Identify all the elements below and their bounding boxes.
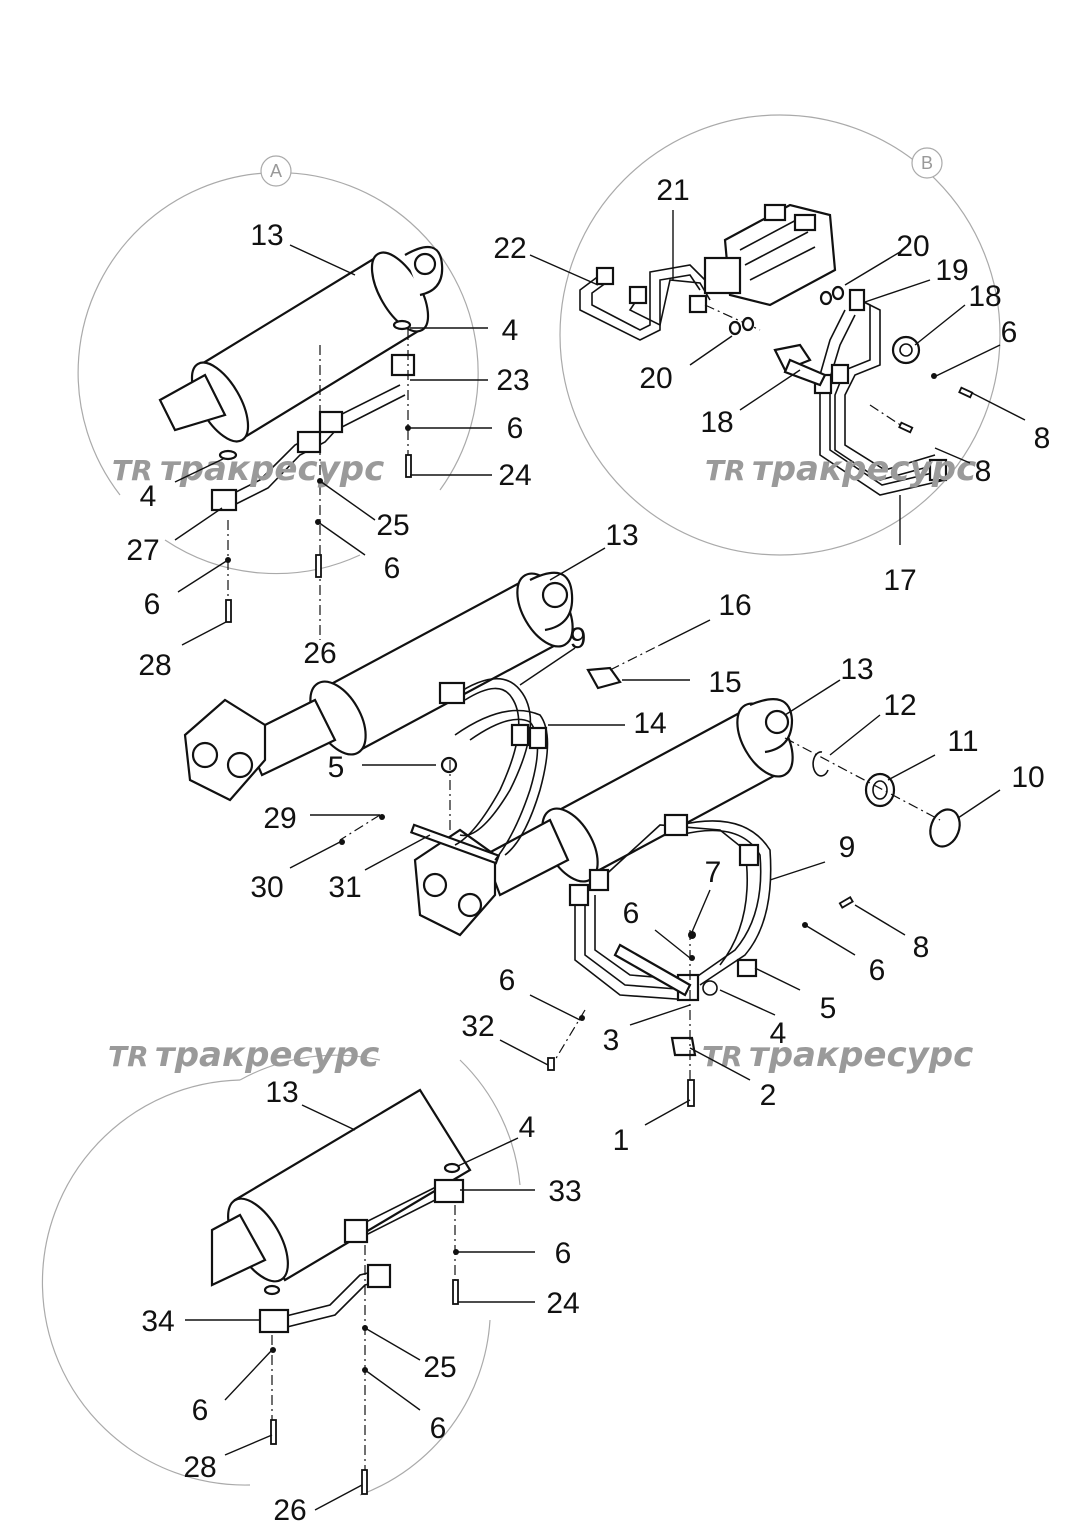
callout-c-6-c: 6 bbox=[430, 1412, 447, 1445]
callout-c-26: 26 bbox=[273, 1494, 306, 1527]
callout-b-20-left: 20 bbox=[639, 362, 672, 395]
callout-c-33: 33 bbox=[548, 1175, 581, 1208]
callout-c-4: 4 bbox=[519, 1111, 536, 1144]
cylinder-a bbox=[158, 245, 444, 443]
watermark-b: TR тракресурс bbox=[705, 449, 976, 489]
callout-main-15: 15 bbox=[708, 666, 741, 699]
callout-a-13: 13 bbox=[250, 219, 283, 252]
callout-b-17: 17 bbox=[883, 564, 916, 597]
callout-b-18-right: 18 bbox=[968, 280, 1001, 313]
callout-c-13: 13 bbox=[265, 1076, 298, 1109]
callout-main-31: 31 bbox=[328, 871, 361, 904]
cylinder-lower bbox=[409, 698, 794, 937]
callout-main-3: 3 bbox=[603, 1024, 620, 1057]
callout-main-5-right: 5 bbox=[820, 992, 837, 1025]
callout-b-21: 21 bbox=[656, 174, 689, 207]
cylinder-upper bbox=[183, 571, 574, 802]
watermark-logo: TR bbox=[108, 1040, 149, 1073]
callout-main-9-right: 9 bbox=[839, 831, 856, 864]
detail-b-tag: B bbox=[921, 153, 933, 173]
callout-main-2: 2 bbox=[760, 1079, 777, 1112]
watermark-a: TR тракресурс bbox=[112, 449, 384, 489]
detail-view-c bbox=[41, 1054, 521, 1496]
callout-main-1: 1 bbox=[613, 1124, 630, 1157]
callout-numbers: 13 4 23 6 24 4 25 27 6 6 28 26 21 22 20 … bbox=[126, 174, 1050, 1527]
main-assembly bbox=[183, 571, 961, 1110]
callout-main-11: 11 bbox=[947, 725, 978, 758]
watermark-text: тракресурс bbox=[749, 1035, 973, 1075]
callout-main-8: 8 bbox=[913, 931, 930, 964]
callout-a-28: 28 bbox=[138, 649, 171, 682]
callout-a-23: 23 bbox=[496, 364, 529, 397]
callout-main-32: 32 bbox=[461, 1010, 494, 1043]
watermark-logo: TR bbox=[705, 454, 746, 487]
callout-a-24: 24 bbox=[498, 459, 531, 492]
watermark-d: TR тракресурс bbox=[702, 1035, 973, 1075]
callout-a-6-b: 6 bbox=[144, 588, 161, 621]
callout-a-6-c: 6 bbox=[384, 552, 401, 585]
detail-view-a: A bbox=[77, 155, 479, 640]
callout-main-6-a: 6 bbox=[623, 897, 640, 930]
callout-main-13-mid: 13 bbox=[840, 653, 873, 686]
watermark-c: TR тракресурс bbox=[108, 1035, 379, 1075]
callout-main-6-c: 6 bbox=[499, 964, 516, 997]
callout-main-29: 29 bbox=[263, 802, 296, 835]
cylinder-c bbox=[210, 1088, 472, 1287]
callout-a-6-a: 6 bbox=[507, 412, 524, 445]
callout-a-27: 27 bbox=[126, 534, 159, 567]
callout-main-6-b: 6 bbox=[869, 954, 886, 987]
callout-b-8-mid: 8 bbox=[975, 455, 992, 488]
detail-a-tag: A bbox=[270, 161, 282, 181]
leader-lines bbox=[174, 210, 1026, 1511]
callout-c-25: 25 bbox=[423, 1351, 456, 1384]
callout-c-6-b: 6 bbox=[192, 1394, 209, 1427]
control-valve bbox=[703, 203, 837, 307]
callout-b-18-left: 18 bbox=[700, 406, 733, 439]
callout-b-22: 22 bbox=[493, 232, 526, 265]
callout-main-9-top: 9 bbox=[570, 622, 587, 655]
callout-c-34: 34 bbox=[141, 1305, 174, 1338]
callout-main-30: 30 bbox=[250, 871, 283, 904]
callout-main-10: 10 bbox=[1011, 761, 1044, 794]
watermark-text: тракресурс bbox=[752, 449, 976, 489]
callout-c-28: 28 bbox=[183, 1451, 216, 1484]
callout-b-8-right: 8 bbox=[1034, 422, 1051, 455]
watermark-logo: TR bbox=[702, 1040, 743, 1073]
watermark-logo: TR bbox=[112, 454, 153, 487]
callout-b-20-top: 20 bbox=[896, 230, 929, 263]
callout-a-4-left: 4 bbox=[140, 480, 157, 513]
callout-main-14: 14 bbox=[633, 707, 666, 740]
callout-a-4-top: 4 bbox=[502, 314, 519, 347]
callout-a-26: 26 bbox=[303, 637, 336, 670]
callout-main-5-left: 5 bbox=[328, 751, 345, 784]
callout-c-6-a: 6 bbox=[555, 1237, 572, 1270]
callout-c-24: 24 bbox=[546, 1287, 579, 1320]
callout-main-7: 7 bbox=[705, 856, 722, 889]
callout-a-25: 25 bbox=[376, 509, 409, 542]
callout-main-16: 16 bbox=[718, 589, 751, 622]
callout-b-6: 6 bbox=[1001, 316, 1018, 349]
callout-main-12: 12 bbox=[883, 689, 916, 722]
watermark-text: тракресурс bbox=[155, 1035, 379, 1075]
detail-view-b: B bbox=[559, 114, 1001, 556]
callout-main-4: 4 bbox=[770, 1017, 787, 1050]
callout-main-13-top: 13 bbox=[605, 519, 638, 552]
watermark-text: тракресурс bbox=[160, 449, 384, 489]
callout-b-19: 19 bbox=[935, 254, 968, 287]
